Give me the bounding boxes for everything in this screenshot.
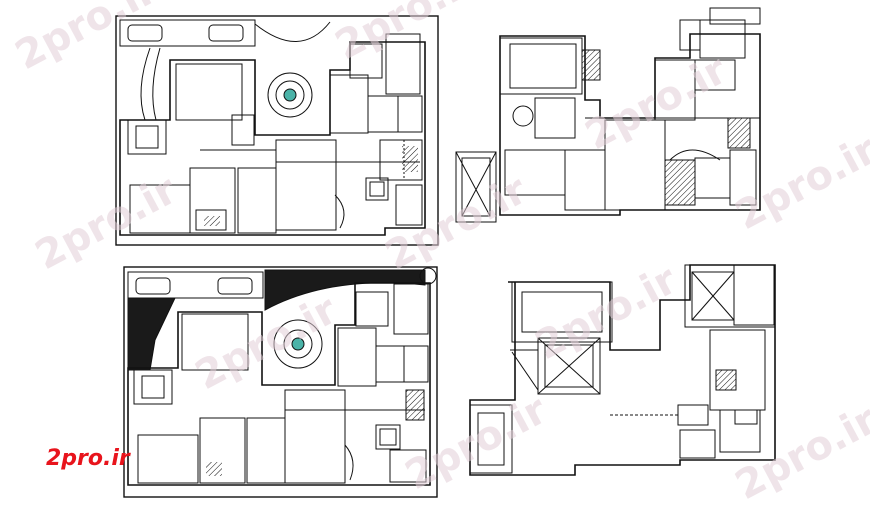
brand-logo: 2pro.ir (46, 446, 130, 471)
stair-core (365, 177, 389, 201)
hall (604, 119, 666, 211)
plan-border (115, 15, 439, 246)
stair (664, 159, 696, 206)
room (189, 167, 236, 234)
room (329, 74, 369, 134)
roof-pitch (511, 281, 613, 343)
stair (405, 389, 425, 421)
room (237, 167, 277, 234)
fountain-icon (291, 337, 305, 351)
column-icon (512, 105, 534, 127)
room (385, 33, 421, 95)
landscape-hatch (264, 269, 426, 311)
car-icon (208, 24, 244, 42)
room (199, 417, 246, 484)
garden-path (140, 47, 151, 121)
ground-floor-furnished-plan (123, 266, 438, 498)
fountain-ring (273, 319, 323, 369)
roof-outline (469, 264, 776, 476)
roof-outline (455, 151, 497, 223)
room (504, 149, 566, 196)
room (137, 434, 199, 484)
room (654, 59, 696, 121)
hall (284, 389, 346, 484)
room (355, 291, 389, 327)
landscape-hatch (127, 297, 176, 371)
room (133, 369, 173, 405)
fountain-icon (283, 88, 297, 102)
room (337, 327, 377, 387)
driveway (127, 271, 264, 299)
room (499, 37, 583, 95)
lawn-curve (254, 21, 331, 42)
car-icon (127, 24, 163, 42)
room (679, 429, 716, 459)
room (129, 184, 191, 234)
hall (275, 139, 337, 231)
bath (367, 95, 399, 133)
room (534, 97, 576, 139)
room (246, 417, 286, 484)
exterior-wall (127, 282, 431, 486)
ground-floor-plan (115, 15, 439, 246)
car-icon (217, 277, 253, 295)
stair (727, 117, 751, 149)
bath (375, 345, 405, 383)
room (564, 149, 606, 211)
stair-core (375, 424, 401, 450)
car-icon (135, 277, 171, 295)
room (719, 409, 761, 453)
room (181, 313, 249, 371)
first-floor-plan (455, 7, 761, 223)
exterior-wall (499, 33, 761, 216)
room (393, 283, 429, 335)
room (349, 43, 383, 79)
room (175, 63, 243, 121)
bath (694, 59, 736, 91)
roof-pitch (537, 337, 601, 395)
room (127, 119, 167, 155)
roof-pitch (684, 264, 776, 328)
balcony (581, 49, 601, 81)
roof-pitch (469, 404, 513, 474)
room (694, 157, 731, 199)
fountain-ring (267, 72, 313, 118)
roof-plan (469, 264, 776, 476)
plan-border (123, 266, 438, 498)
room (677, 404, 709, 426)
driveway (119, 19, 256, 47)
room (699, 19, 746, 59)
